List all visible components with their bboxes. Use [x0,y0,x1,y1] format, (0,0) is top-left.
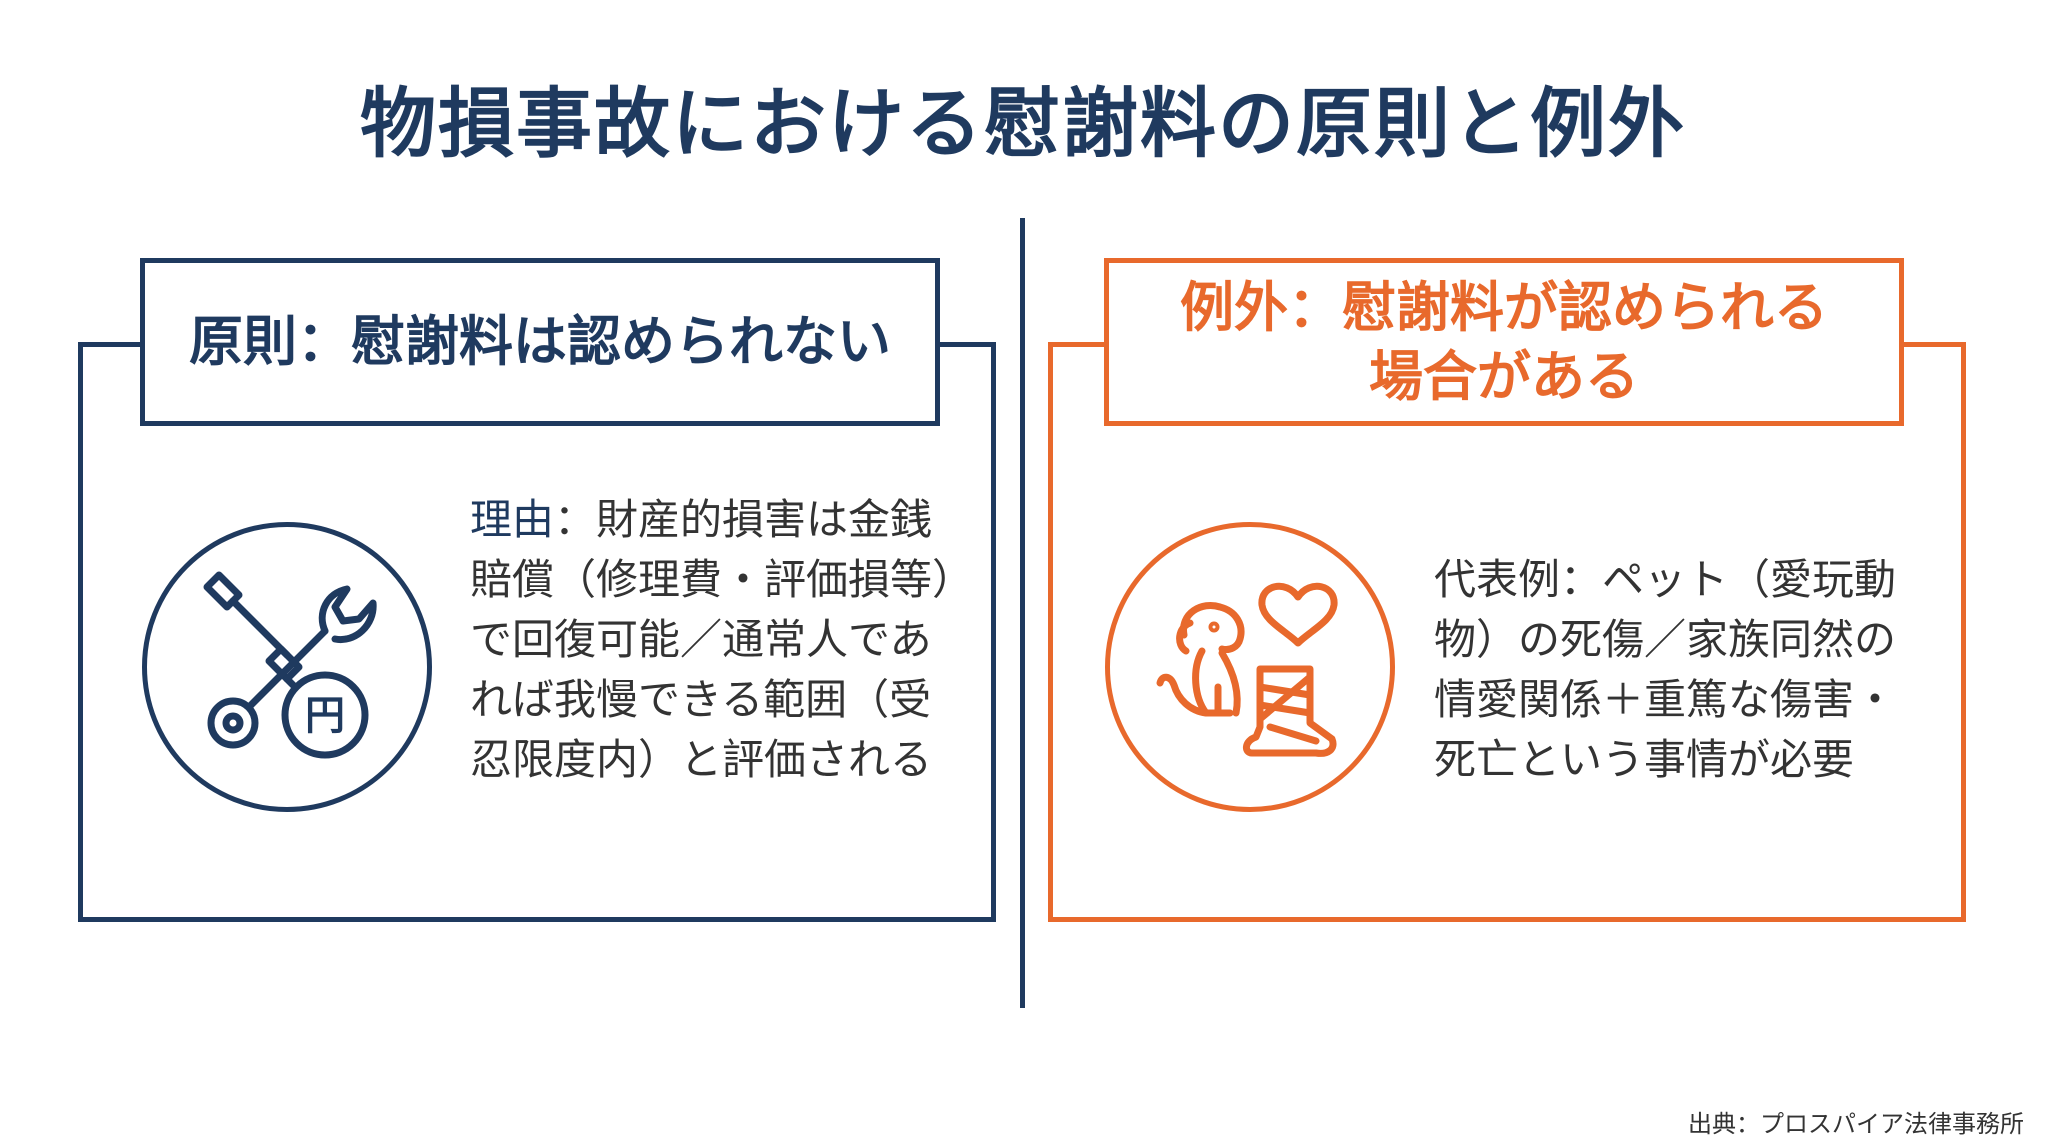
tools-icon-graphic: 円 [203,571,377,759]
source-credit: 出典：プロスパイア法律事務所 [1688,1110,2024,1138]
pet-icon-graphic [1156,582,1338,757]
principle-heading: 原則：慰謝料は認められない [140,258,940,426]
reason-label: 理由 [470,495,555,544]
yen-glyph: 円 [305,693,345,739]
principle-reason: 理由：財産的損害は金銭賠償（修理費・評価損等）で回復可能／通常人であれば我慢でき… [470,490,960,790]
exception-example: 代表例：ペット（愛玩動物）の死傷／家族同然の情愛関係＋重篤な傷害・死亡という事情… [1434,555,1897,784]
principle-heading-text: 原則：慰謝料は認められない [189,310,891,374]
injured-dog-heart-icon [1105,522,1395,812]
wrench-screwdriver-yen-icon: 円 [142,522,432,812]
exception-heading-line1: 例外：慰謝料が認められる [1180,275,1828,339]
exception-heading: 例外：慰謝料が認められる 場合がある [1104,258,1904,426]
exception-heading-line2: 場合がある [1369,345,1639,408]
center-divider [1020,218,1025,1008]
page-title: 物損事故における慰謝料の原則と例外 [360,79,1686,168]
reason-text: ：財産的損害は金銭賠償（修理費・評価損等）で回復可能／通常人であれば我慢できる範… [470,495,954,784]
